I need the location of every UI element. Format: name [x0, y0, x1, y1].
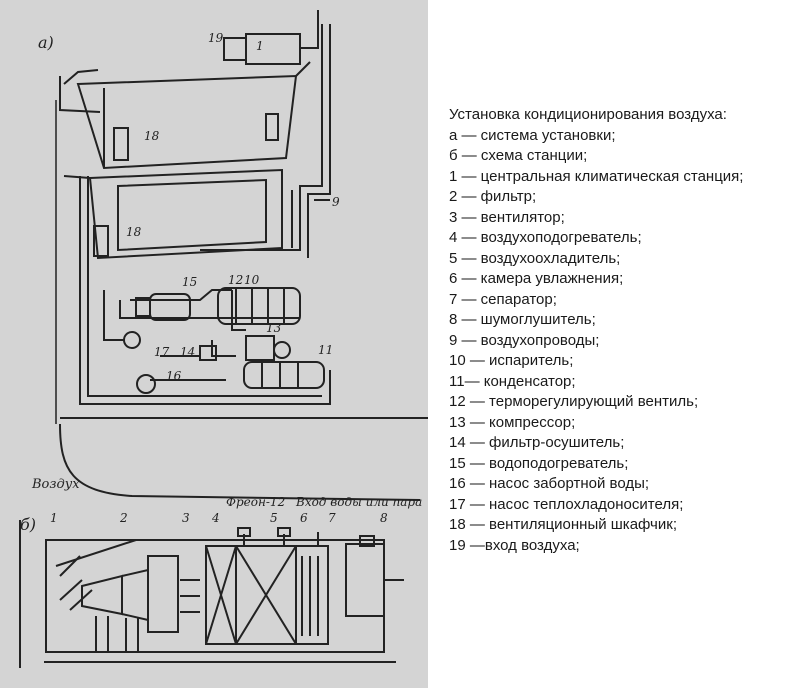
- legend-item: 14 — фильтр-осушитель;: [449, 434, 625, 451]
- water-heater-15: [135, 293, 191, 321]
- svg-text:18: 18: [144, 129, 160, 143]
- climate-station-1: [223, 10, 319, 65]
- svg-text:7: 7: [328, 511, 336, 525]
- svg-text:10: 10: [244, 273, 260, 287]
- svg-text:8: 8: [380, 511, 388, 525]
- legend-item: 9 — воздухопроводы;: [449, 331, 600, 349]
- legend-item: 8 — шумоглушитель;: [449, 311, 596, 328]
- legend-item: 2 — фильтр;: [449, 188, 537, 205]
- pump-17: [123, 331, 141, 349]
- legend-item: 18 — вентиляционный шкафчик;: [449, 516, 677, 533]
- compressor-13: [245, 335, 291, 361]
- svg-text:12: 12: [228, 273, 243, 287]
- legend-item: 6 — камера увлажнения;: [449, 270, 624, 287]
- vent-cabinets-18: [93, 113, 279, 257]
- svg-text:6: 6: [300, 511, 308, 525]
- svg-text:9: 9: [332, 195, 340, 209]
- legend-item: 5 — воздухоохладитель;: [449, 249, 621, 267]
- pump-16: [136, 374, 156, 394]
- svg-text:18: 18: [126, 225, 142, 239]
- station-schematic: [19, 520, 404, 668]
- svg-text:16: 16: [166, 369, 182, 383]
- legend-item: 1 — центральная климатическая станция;: [449, 167, 744, 185]
- upper-room: [59, 61, 311, 170]
- svg-text:15: 15: [182, 275, 197, 289]
- water-steam-label: Вход воды или пара: [295, 495, 422, 509]
- air-ducts-9: [200, 24, 331, 258]
- svg-text:14: 14: [180, 345, 195, 359]
- svg-text:19: 19: [208, 31, 224, 45]
- legend-item: 11— конденсатор;: [449, 372, 576, 390]
- legend-item: 16 — насос забортной воды;: [449, 475, 650, 492]
- freon-label: Фреон-12: [226, 495, 285, 509]
- legend-item: 13 — компрессор;: [449, 413, 576, 431]
- hull-line: [59, 423, 421, 501]
- evaporator-10: [217, 287, 301, 325]
- condenser-11: [243, 361, 325, 389]
- filter-dryer-14: [199, 345, 217, 361]
- part-a-label: а): [38, 33, 54, 52]
- svg-text:2: 2: [119, 511, 128, 525]
- svg-text:1: 1: [256, 39, 264, 53]
- legend-item: 19 —вход воздуха;: [449, 536, 580, 554]
- legend-item: б — схема станции;: [449, 147, 588, 164]
- lower-room: [63, 168, 283, 260]
- svg-text:1: 1: [50, 511, 58, 525]
- legend: Установка кондиционирования воздуха: а —…: [449, 105, 794, 556]
- legend-item: а — система установки;: [449, 126, 616, 144]
- svg-text:13: 13: [266, 321, 282, 335]
- part-b-label: б): [20, 515, 36, 534]
- svg-text:3: 3: [182, 511, 190, 525]
- legend-item: 17 — насос теплохладоносителя;: [449, 495, 684, 513]
- svg-text:5: 5: [270, 511, 278, 525]
- air-label: Воздух: [31, 477, 80, 492]
- legend-item: 7 — сепаратор;: [449, 290, 557, 308]
- legend-item: 3 — вентилятор;: [449, 208, 565, 226]
- legend-item: 15 — водоподогреватель;: [449, 454, 629, 472]
- svg-text:11: 11: [318, 343, 333, 357]
- legend-item: 10 — испаритель;: [449, 352, 574, 369]
- legend-item: 4 — воздухоподогреватель;: [449, 229, 642, 246]
- svg-text:4: 4: [211, 511, 220, 525]
- svg-text:17: 17: [154, 345, 170, 359]
- legend-title: Установка кондиционирования воздуха:: [449, 106, 727, 123]
- legend-item: 12 — терморегулирующий вентиль;: [449, 393, 699, 410]
